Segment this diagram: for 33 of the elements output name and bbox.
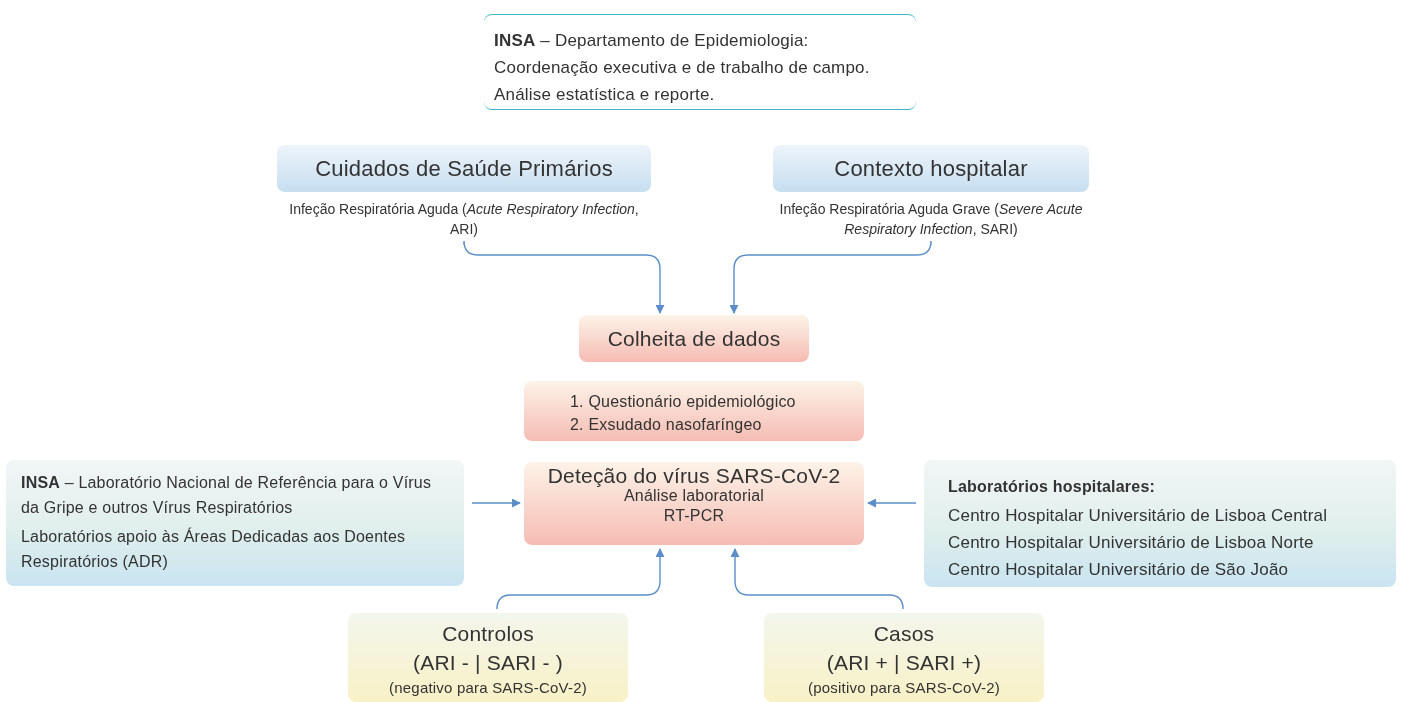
box-heading: Controlos: [441, 621, 535, 647]
box-text: (negativo para SARS-CoV-2): [388, 678, 588, 698]
box-text: Centro Hospitalar Universitário de São João: [948, 559, 1290, 581]
box-text: 1. Questionário epidemiológico: [570, 392, 797, 412]
group-box: [764, 613, 1044, 702]
box-heading: Cuidados de Saúde Primários: [314, 155, 614, 183]
process-box: [524, 462, 864, 545]
group-box: [348, 613, 628, 702]
box-text: Análise laboratorial: [622, 487, 766, 506]
box-text: (positivo para SARS-CoV-2): [807, 678, 1001, 698]
arrow: [867, 498, 917, 508]
arrow: [471, 498, 521, 508]
box-text: RT-PCR: [662, 506, 726, 526]
box-caption: Infeção Respiratória Aguda Grave (Severe Acute Respiratory Infection, SARI): [778, 200, 1084, 239]
box-heading: Casos: [872, 621, 936, 647]
box-text: 2. Exsudado nasofaríngeo: [570, 415, 763, 435]
box-heading: Deteção do vírus SARS-CoV-2: [546, 466, 842, 486]
box-heading: Laboratórios hospitalares:: [948, 477, 1157, 497]
process-box: [524, 381, 864, 441]
arrow: [729, 240, 932, 314]
box-text: (ARI + | SARI +): [825, 650, 983, 676]
box-caption: Infeção Respiratória Aguda (Acute Respiratory Infection, ARI): [288, 200, 640, 239]
process-box: [579, 315, 809, 362]
lab-box: [924, 460, 1396, 587]
box-text: Centro Hospitalar Universitário de Lisboa Norte: [948, 532, 1315, 554]
box-heading: Colheita de dados: [606, 326, 782, 352]
box-text: (ARI - | SARI - ): [412, 650, 564, 676]
lab-box: [6, 460, 464, 586]
box-heading: Contexto hospitalar: [833, 155, 1029, 183]
box-text: Centro Hospitalar Universitário de Lisboa Central: [948, 505, 1329, 527]
box-text: INSA – Laboratório Nacional de Referência para o Vírus da Gripe e outros Vírus Respiratórios: [21, 473, 433, 518]
box-text: INSA – Departamento de Epidemiologia: Coordenação executiva e de trabalho de campo. Análise estatística e reporte.: [494, 30, 871, 106]
box-text: Laboratórios apoio às Áreas Dedicadas aos Doentes Respiratórios (ADR): [21, 526, 407, 572]
